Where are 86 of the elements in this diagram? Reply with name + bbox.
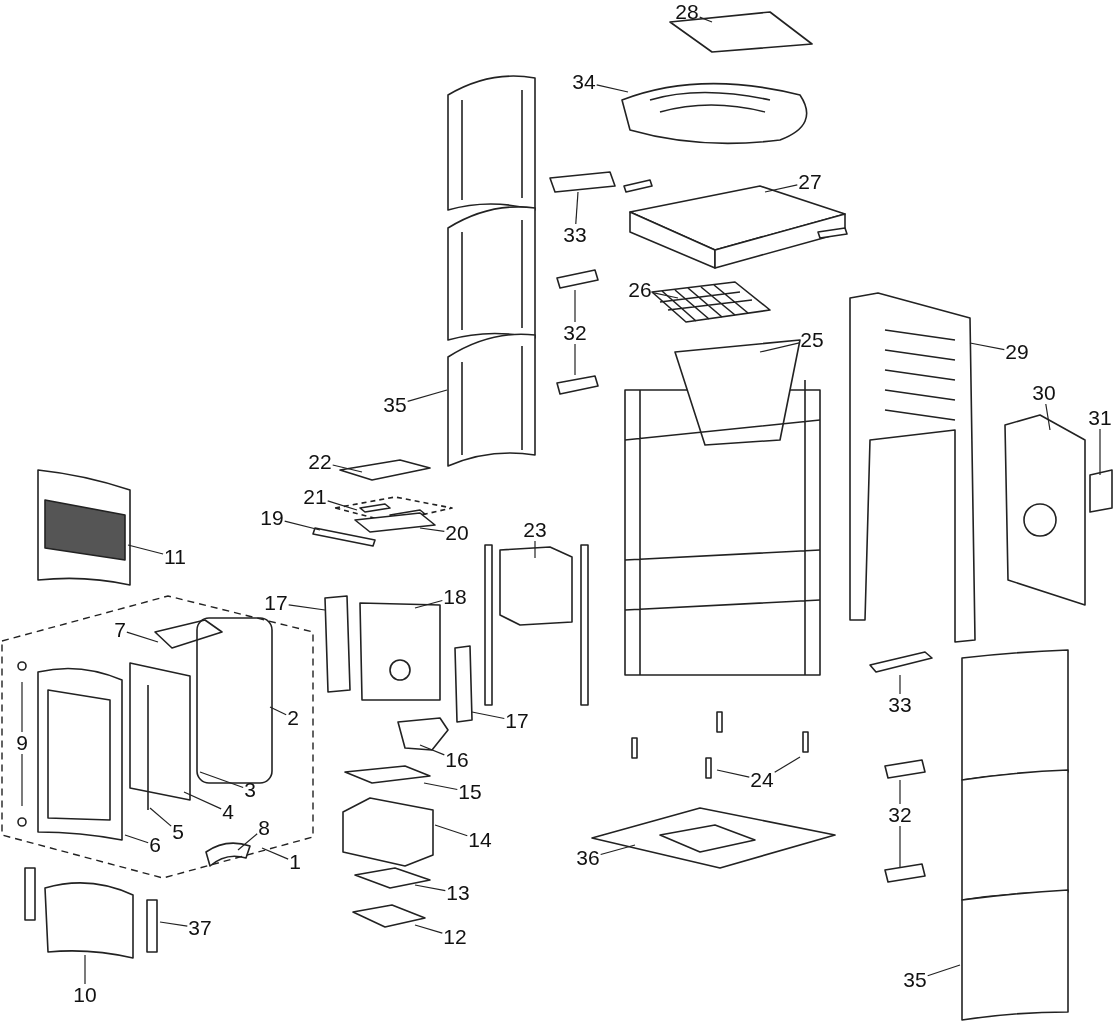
callout-number: 6 [148, 834, 162, 856]
leader-line [261, 847, 289, 860]
leader-line [600, 844, 636, 856]
callout-number: 18 [442, 586, 468, 608]
leader-line [288, 604, 326, 611]
callout-number: 8 [257, 817, 271, 839]
callout-number: 1 [288, 851, 302, 873]
leader-line [423, 782, 458, 791]
callout-number: 32 [562, 322, 588, 344]
leader-line [21, 681, 23, 733]
leader-line [407, 389, 448, 402]
leader-line [419, 527, 445, 532]
leader-line [414, 599, 443, 609]
callout-number: 22 [307, 451, 333, 473]
leader-line [899, 674, 901, 695]
leader-line [764, 184, 798, 193]
callout-number: 20 [444, 522, 470, 544]
callout-number: 35 [382, 394, 408, 416]
callout-number: 26 [627, 279, 653, 301]
leader-line [699, 16, 713, 23]
leader-line [471, 711, 505, 720]
leader-line [21, 753, 23, 807]
leader-line [199, 771, 244, 789]
leader-line [927, 964, 961, 977]
leader-line [596, 84, 629, 93]
callout-number: 17 [504, 710, 530, 732]
leader-line [84, 954, 86, 985]
leader-line [574, 289, 576, 323]
leader-line [774, 756, 801, 773]
leader-line [414, 924, 443, 934]
callout-number: 11 [163, 546, 187, 568]
callout-number: 21 [302, 486, 328, 508]
callout-number: 31 [1087, 407, 1113, 429]
leader-line [149, 807, 172, 827]
leader-line [574, 343, 576, 376]
callout-number: 30 [1031, 382, 1057, 404]
callout-number: 34 [571, 71, 597, 93]
callout-number: 14 [467, 829, 493, 851]
leader-line [183, 791, 222, 810]
callout-number: 25 [799, 329, 825, 351]
callout-number: 15 [457, 781, 483, 803]
callout-number: 37 [187, 917, 213, 939]
callout-number: 12 [442, 926, 468, 948]
leader-line [716, 769, 750, 778]
callout-number: 13 [445, 882, 471, 904]
leader-line [759, 342, 800, 353]
leader-line [127, 544, 164, 555]
leader-line [419, 744, 445, 756]
callout-number: 7 [113, 619, 127, 641]
callout-number: 3 [243, 779, 257, 801]
leader-line [126, 631, 159, 643]
callout-number: 36 [575, 847, 601, 869]
leader-line [899, 779, 901, 805]
leader-line [237, 833, 258, 851]
leader-line [332, 464, 363, 473]
leader-line [284, 520, 321, 531]
leader-line [434, 824, 468, 837]
callout-number: 27 [797, 171, 823, 193]
callout-number: 4 [221, 801, 235, 823]
leader-line [652, 292, 679, 299]
callout-number: 9 [15, 732, 29, 754]
callout-number: 32 [887, 804, 913, 826]
leader-line [534, 540, 536, 559]
callout-number: 19 [259, 507, 285, 529]
callout-number: 28 [674, 1, 700, 23]
leader-line [124, 834, 149, 844]
callout-number: 29 [1004, 341, 1030, 363]
leader-line [159, 921, 188, 927]
leader-line [1099, 428, 1101, 476]
callout-number: 24 [749, 769, 775, 791]
callout-number: 35 [902, 969, 928, 991]
callout-number: 23 [522, 519, 548, 541]
leader-line [327, 500, 358, 511]
callout-number: 33 [562, 224, 588, 246]
leader-line [969, 342, 1005, 351]
callout-number: 10 [72, 984, 98, 1006]
callout-number: 5 [171, 821, 185, 843]
leader-line [575, 191, 579, 225]
callout-number: 17 [263, 592, 289, 614]
callout-number: 33 [887, 694, 913, 716]
callout-number: 2 [286, 707, 300, 729]
leader-line [414, 884, 446, 892]
leader-line [1045, 403, 1051, 431]
callout-number: 16 [444, 749, 470, 771]
leader-line [269, 706, 287, 716]
leader-line [899, 825, 901, 869]
